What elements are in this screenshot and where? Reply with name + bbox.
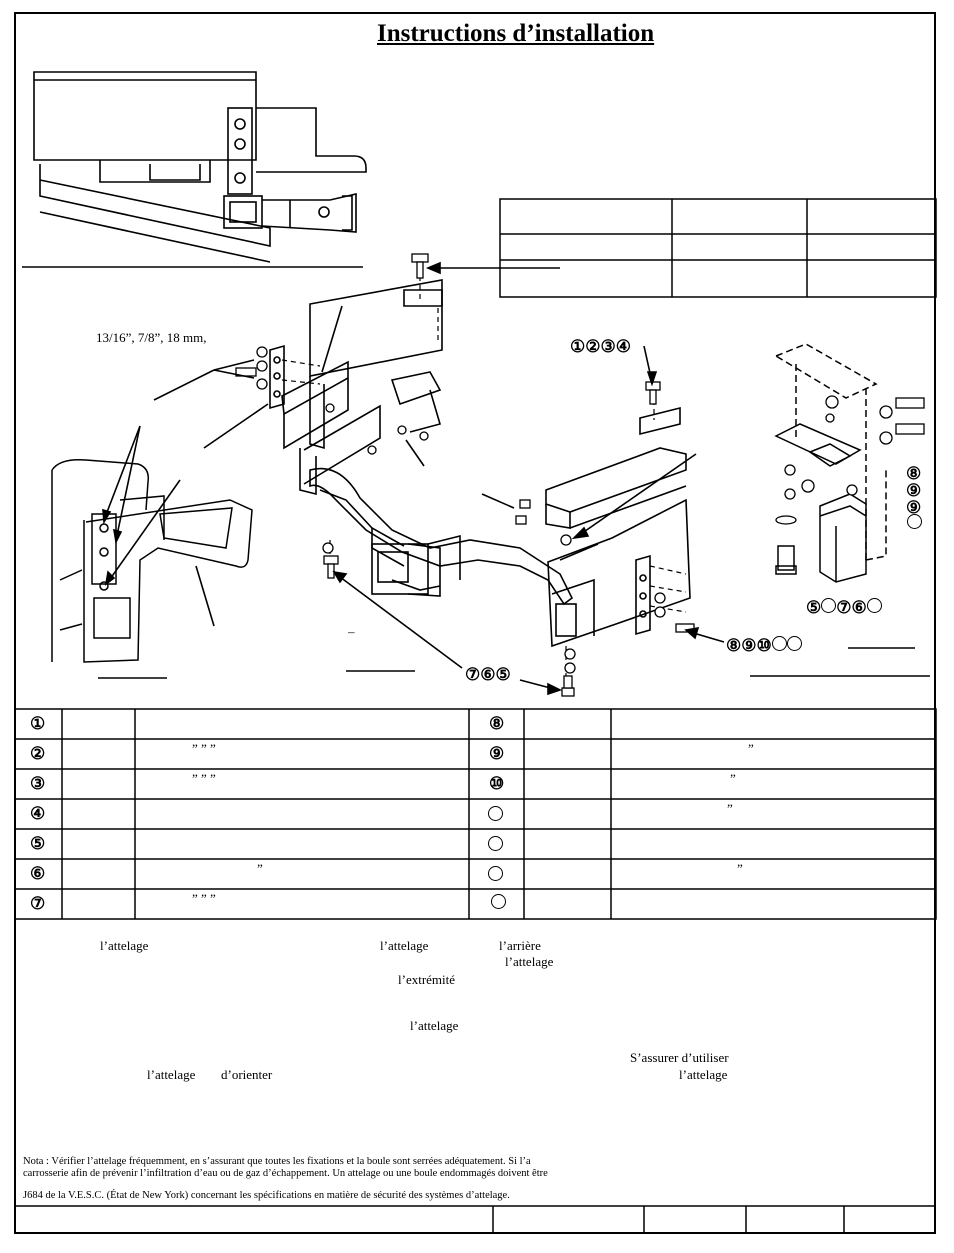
instruction-fragment: l’attelage [380,938,429,953]
part-number-left: ⑦ [30,894,46,913]
instruction-fragment: l’attelage [147,1067,196,1082]
inset-stack-blank [907,514,922,534]
inset-stack-2: ⑨ [906,481,922,500]
socket-size-note: 13/16”, 7/8”, 18 mm, [96,330,207,345]
blank-callout-circle [786,636,802,651]
part-number-right: ⑨ [489,744,505,763]
instruction-fragment: l’attelage [679,1067,728,1082]
part-number-right-blank [491,894,506,914]
nota-line-2: carrosserie afin de prévenir l’infiltrat… [23,1168,548,1179]
nota-line-3: J684 de la V.E.S.C. (État de New York) c… [23,1190,510,1201]
part-number-left: ② [30,744,46,763]
part-desc-right: ” [730,771,736,786]
instruction-fragment: l’arrière [499,938,541,953]
instruction-fragment: l’attelage [505,954,554,969]
blank-callout-circle [491,894,506,909]
instruction-fragment: l’extrémité [398,972,456,987]
part-desc-left: ” [257,861,263,876]
part-desc-right: ” [748,741,754,756]
part-number-right-blank [488,866,503,886]
callout-bottom-left: ⑦⑥⑤ [465,665,511,684]
part-desc-left: ” ” ” [192,891,216,906]
instruction-fragment: S’assurer d’utiliser [630,1050,729,1065]
part-desc-right: ” [737,861,743,876]
instruction-fragment: l’attelage [100,938,149,953]
page-frame [14,12,936,1234]
nota-line-1: Nota : Vérifier l’attelage fréquemment, … [23,1156,531,1167]
part-number-left: ③ [30,774,46,793]
callout-top-right: ①②③④ [570,337,631,356]
part-number-left: ④ [30,804,46,823]
blank-callout-circle [821,598,837,613]
dash-mark: – [348,624,355,639]
blank-callout-circle [866,598,882,613]
part-number-right: ⑩ [489,774,505,793]
callout-bottom-right: ⑧⑨⑩ [726,636,802,656]
part-number-right: ⑧ [489,714,505,733]
blank-callout-circle [907,514,922,529]
blank-callout-circle [488,836,503,851]
blank-callout-circle [771,636,787,651]
instruction-fragment: d’orienter [221,1067,273,1082]
inset-stack-3: ⑨ [906,498,922,517]
part-number-right-blank [488,836,503,856]
blank-callout-circle [488,806,503,821]
blank-callout-circle [488,866,503,881]
instruction-fragment: l’attelage [410,1018,459,1033]
part-number-left: ⑤ [30,834,46,853]
inset-stack-1: ⑧ [906,464,922,483]
part-number-right-blank [488,806,503,826]
part-desc-left: ” ” ” [192,741,216,756]
part-number-left: ⑥ [30,864,46,883]
page-title: Instructions d’installation [377,20,655,47]
part-desc-left: ” ” ” [192,771,216,786]
part-desc-right: ” [727,801,733,816]
part-number-left: ① [30,714,46,733]
